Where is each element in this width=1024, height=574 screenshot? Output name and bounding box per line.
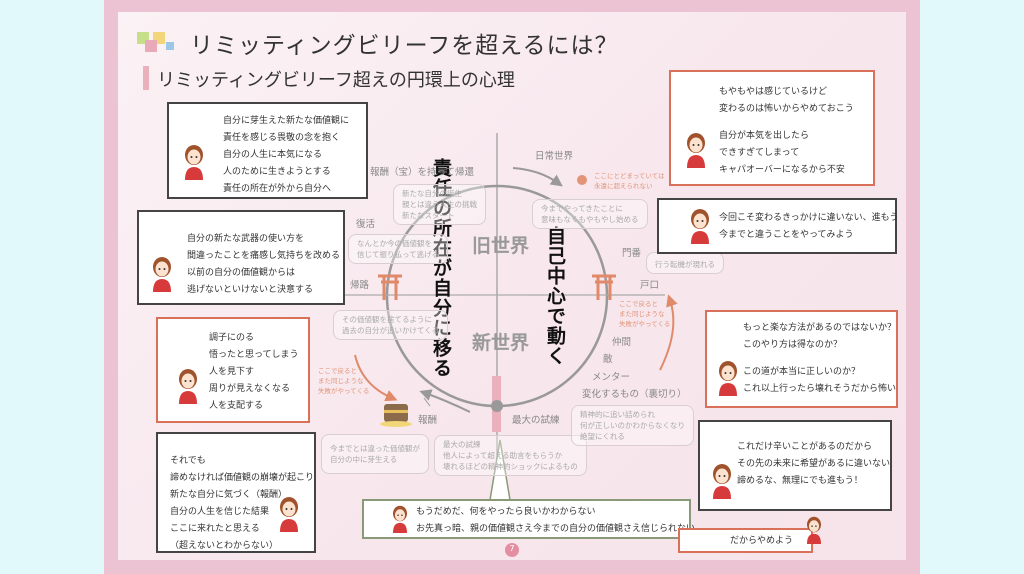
stage-return-with-reward: 報酬（宝）を持って帰還 (370, 167, 475, 178)
callout-new-weapon: 自分の新たな武器の使い方を間違ったことを痛感し気持ちを改める以前の自分の価値観か… (137, 210, 345, 305)
avatar (277, 496, 301, 532)
stage-note-gate: 行う転機が現れる (646, 252, 724, 274)
callout-give-up: だからやめよう (678, 528, 813, 553)
callout-fear-of-change: もやもやは感じているけど変わるのは怖いからやめておこう自分が本気を出したらできす… (669, 70, 875, 186)
return-arrow-right (659, 294, 678, 371)
stage-note-flee: なんとか今の価値観を信じて振り払って逃げる (348, 234, 449, 264)
bottom-arrow (419, 389, 471, 413)
avatar (182, 144, 206, 180)
avatar (802, 516, 826, 544)
avatar (684, 132, 708, 168)
page-subtitle: リミッティングビリーフ超えの円環上の心理 (157, 70, 515, 91)
stage-note-reward: 今までとは違った価値観が自分の中に芽生える (321, 434, 429, 474)
stage-reward: 報酬 (418, 415, 438, 426)
callout-push-forward: これだけ辛いことがあるのだからその先の未来に希望があるに違いない諦めるな、無理に… (698, 420, 892, 511)
old-world-label: 旧世界 (472, 235, 530, 257)
stage-note-ordinary: 今までやってきたことに意味もなくもやもやし始める (532, 199, 648, 229)
self-centered-vertical-text: 自己中心で動く (544, 226, 566, 366)
callout-turning-point: 今回こそ変わるきっかけに違いない、進もう今までと違うことをやってみよう (657, 198, 898, 254)
torii-left-icon (378, 274, 402, 300)
stage-shapeshifter: 変化するもの（裏切り） (582, 389, 687, 400)
avatar (150, 256, 174, 292)
avatar (710, 463, 734, 499)
top-arrow (512, 167, 563, 187)
stage-enemies: 敵 (603, 354, 613, 365)
callout-overconfident: 調子にのる悟ったと思ってしまう人を見下す周りが見えなくなる人を支配する (156, 317, 310, 423)
responsibility-vertical-text: 責任の所在が自分に移る (430, 158, 452, 378)
page-number-badge (505, 543, 519, 557)
stage-allies: 仲間 (612, 337, 632, 348)
stage-gatekeeper: 門番 (622, 248, 642, 259)
stage-ordeal: 最大の試練 (512, 415, 560, 426)
avatar (716, 360, 740, 396)
stage-note-chase: その価値観を捨てるように過去の自分が追いかけてくる (333, 310, 449, 340)
page-title: リミッティングビリーフを超えるには？ (190, 33, 619, 59)
footprints-icon (423, 397, 431, 407)
note-return-right: ここで戻るとまた同じような失敗がやってくる (619, 300, 671, 328)
return-arrow-left (354, 354, 398, 402)
callout-despair: もうだめだ、何をやったら良いかわからないお先真っ暗、親の価値観さえ今までの自分の… (362, 499, 695, 539)
avatar (388, 505, 412, 533)
note-stay: ここにとどまっていては永遠に超えられない (594, 172, 665, 190)
torii-right-icon (592, 274, 616, 300)
new-world-label: 新世界 (472, 332, 530, 354)
stage-resurrection: 復活 (356, 219, 376, 230)
avatar (176, 368, 200, 404)
stage-note-ordeal: 最大の試練他人によって超える助言をもらうか壊れるほどの精神的ショックによるもの (434, 435, 587, 476)
stage-note-despair: 精神的に追い詰められ何が正しいのかわからなくなり絶望にくれる (571, 405, 694, 446)
subtitle-marker (143, 66, 149, 90)
stage-road-back: 帰路 (350, 280, 370, 291)
callout-keep-going: それでも諦めなければ価値観の崩壊が起こり新たな自分に気づく（報酬）自分の人生を信… (156, 432, 316, 553)
callout-doubt: もっと楽な方法があるのではないか？このやり方は得なのか？この道が本当に正しいのか… (705, 310, 898, 408)
note-return-left: ここで戻るとまた同じような失敗がやってくる (318, 367, 370, 395)
stage-mentor: メンター (592, 372, 631, 383)
ordeal-dot (491, 400, 503, 412)
avatar (688, 208, 712, 244)
stage-threshold: 戸口 (640, 280, 660, 291)
stage-note-new-self: 新たな自分の誕生親とは違う人生の挑戦新たなスタート (393, 184, 486, 225)
treasure-chest-icon (380, 404, 412, 427)
page-number: 7 (509, 544, 515, 553)
stay-dot (577, 175, 587, 185)
stage-ordinary-world: 日常世界 (535, 151, 574, 162)
